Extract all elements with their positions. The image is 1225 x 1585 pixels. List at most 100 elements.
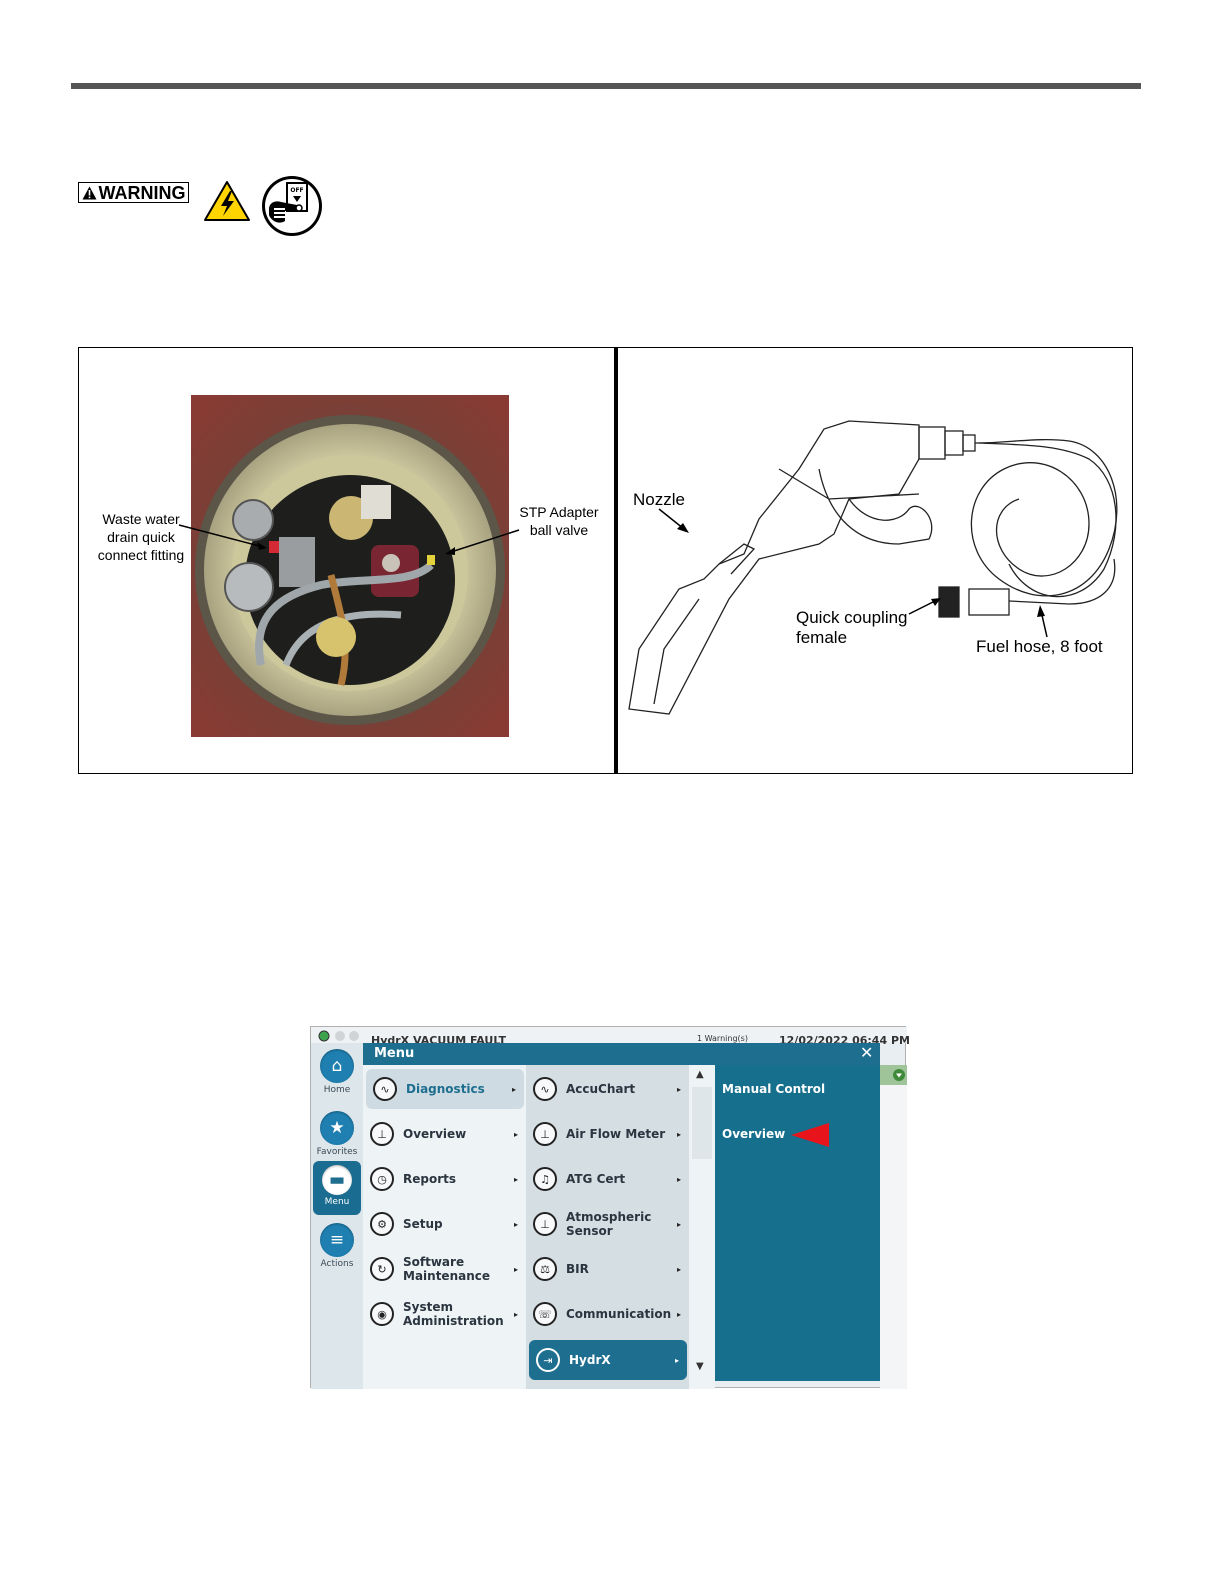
menu-column-2: ∿AccuChart▸ ⊥Air Flow Meter▸ ♫ATG Cert▸ …: [526, 1065, 689, 1389]
background-panel: [880, 1065, 907, 1389]
pointer-arrow-icon: [791, 1123, 829, 1147]
scroll-thumb[interactable]: [692, 1087, 712, 1159]
nav-label: Favorites: [316, 1147, 358, 1157]
sensor-icon: ⊥: [533, 1212, 557, 1236]
menu-item-accuchart[interactable]: ∿ AccuChart ▸: [526, 1069, 689, 1109]
menu-item-diagnostics[interactable]: ∿ Diagnostics ▸: [366, 1069, 524, 1109]
phone-icon: ☏: [533, 1302, 557, 1326]
menu-item-label: Communication: [566, 1307, 672, 1321]
menu-item-hydrx[interactable]: ⇥ HydrX ▸: [529, 1340, 687, 1380]
warning-label: WARNING: [78, 182, 189, 203]
menu-item-label: ATG Cert: [566, 1172, 626, 1186]
menu-item-atg-cert[interactable]: ♫ ATG Cert ▸: [526, 1159, 689, 1199]
power-off-hand-icon: OFF: [262, 176, 322, 236]
menu-item-label: AccuChart: [566, 1082, 636, 1096]
scroll-up-icon[interactable]: ▲: [696, 1069, 704, 1080]
menu-header: Menu ✕: [363, 1043, 880, 1065]
menu-item-label: Reports: [403, 1172, 457, 1186]
chevron-right-icon: ▸: [513, 1309, 518, 1319]
refresh-icon: ↻: [370, 1257, 394, 1281]
nav-actions[interactable]: ≡ Actions: [313, 1223, 361, 1269]
scroll-down-icon[interactable]: ▼: [696, 1361, 704, 1372]
close-icon[interactable]: ✕: [860, 1043, 874, 1062]
menu-item-label: Diagnostics: [406, 1082, 485, 1096]
menu-item-communication[interactable]: ☏ Communication ▸: [526, 1294, 689, 1334]
nozzle-hose-drawing: [628, 420, 1118, 715]
chevron-down-icon[interactable]: [893, 1069, 905, 1081]
menu-item-air-flow-meter[interactable]: ⊥ Air Flow Meter ▸: [526, 1114, 689, 1154]
menu-item-hydrx-overview[interactable]: Overview: [722, 1127, 786, 1141]
figure-frame: [78, 347, 1133, 774]
nav-favorites[interactable]: ★ Favorites: [313, 1111, 361, 1157]
chevron-right-icon: ▸: [513, 1129, 518, 1139]
menu-item-overview[interactable]: ⊥ Overview ▸: [363, 1114, 526, 1154]
menu-item-label: Air Flow Meter: [566, 1127, 666, 1141]
accuchart-icon: ∿: [533, 1077, 557, 1101]
figure-divider: [614, 347, 618, 774]
chevron-right-icon: ▸: [513, 1264, 518, 1274]
chevron-right-icon: ▸: [676, 1264, 681, 1274]
admin-icon: ◉: [370, 1302, 394, 1326]
menu-item-system-administration[interactable]: ◉ System Administration ▸: [363, 1294, 526, 1334]
nav-home[interactable]: ⌂ Home: [313, 1049, 361, 1095]
chevron-right-icon: ▸: [511, 1084, 516, 1094]
quick-coupling-callout: Quick coupling female: [796, 608, 908, 647]
menu-column-3: Manual Control Overview: [715, 1065, 880, 1381]
menu-title: Menu: [374, 1046, 415, 1061]
chevron-right-icon: ▸: [676, 1129, 681, 1139]
chevron-right-icon: ▸: [676, 1174, 681, 1184]
overview-icon: ⊥: [370, 1122, 394, 1146]
waste-water-callout: Waste water drain quick connect fitting: [97, 511, 185, 563]
electric-hazard-icon: [204, 181, 250, 221]
sump-photo: [178, 395, 520, 737]
menu-column-1: ∿ Diagnostics ▸ ⊥ Overview ▸ ◷ Reports ▸ ⚙ Setu…: [363, 1065, 526, 1389]
hydrx-icon: ⇥: [536, 1348, 560, 1372]
chevron-right-icon: ▸: [676, 1084, 681, 1094]
console-screenshot: HydrX VACUUM FAULT 1 Warning(s) 12/02/20…: [310, 1026, 910, 1389]
menu-item-label: System Administration: [403, 1300, 504, 1328]
star-icon: ★: [320, 1111, 354, 1145]
menu-item-label: Overview: [403, 1127, 467, 1141]
fuel-hose-callout: Fuel hose, 8 foot: [976, 637, 1103, 656]
left-nav: ⌂ Home ★ Favorites ▬ Menu ≡ Actions: [311, 1043, 364, 1389]
chevron-right-icon: ▸: [676, 1309, 681, 1319]
chevron-right-icon: ▸: [513, 1219, 518, 1229]
warning-text: WARNING: [98, 182, 186, 203]
bell-icon: ♫: [533, 1167, 557, 1191]
nav-label: Menu: [324, 1197, 350, 1207]
menu-icon: ▬: [322, 1165, 352, 1195]
gear-icon: ⚙: [370, 1212, 394, 1236]
chevron-right-icon: ▸: [676, 1219, 681, 1229]
menu-item-software-maintenance[interactable]: ↻ Software Maintenance ▸: [363, 1249, 526, 1289]
nav-label: Actions: [320, 1259, 354, 1269]
menu-item-label: Atmospheric Sensor: [566, 1210, 652, 1238]
menu-item-label: Setup: [403, 1217, 443, 1231]
diagnostics-icon: ∿: [373, 1077, 397, 1101]
menu-item-manual-control[interactable]: Manual Control: [722, 1082, 826, 1096]
nav-menu[interactable]: ▬ Menu: [313, 1161, 361, 1215]
clock-icon: ◷: [370, 1167, 394, 1191]
menu-item-atmospheric-sensor[interactable]: ⊥ Atmospheric Sensor ▸: [526, 1204, 689, 1244]
menu-item-setup[interactable]: ⚙ Setup ▸: [363, 1204, 526, 1244]
status-bar: [311, 1027, 907, 1043]
chevron-right-icon: ▸: [674, 1355, 679, 1365]
nav-label: Home: [323, 1085, 351, 1095]
menu-item-label: Software Maintenance: [403, 1255, 491, 1283]
home-icon: ⌂: [320, 1049, 354, 1083]
stp-adapter-callout: STP Adapter ball valve: [519, 504, 599, 538]
actions-icon: ≡: [320, 1223, 354, 1257]
menu-item-label: BIR: [566, 1262, 589, 1276]
menu-item-reports[interactable]: ◷ Reports ▸: [363, 1159, 526, 1199]
menu-scrollbar[interactable]: ▲ ▼: [689, 1065, 715, 1389]
status-lights-icon: [318, 1030, 359, 1042]
airflow-icon: ⊥: [533, 1122, 557, 1146]
warning-triangle-icon: [82, 186, 96, 199]
scale-icon: ⚖: [533, 1257, 557, 1281]
nozzle-callout: Nozzle: [633, 490, 685, 509]
menu-item-bir[interactable]: ⚖ BIR ▸: [526, 1249, 689, 1289]
warnings-count[interactable]: 1 Warning(s): [697, 1034, 748, 1043]
chevron-right-icon: ▸: [513, 1174, 518, 1184]
off-text: OFF: [290, 187, 303, 194]
menu-item-label: HydrX: [569, 1353, 611, 1367]
header-rule: [71, 83, 1141, 89]
